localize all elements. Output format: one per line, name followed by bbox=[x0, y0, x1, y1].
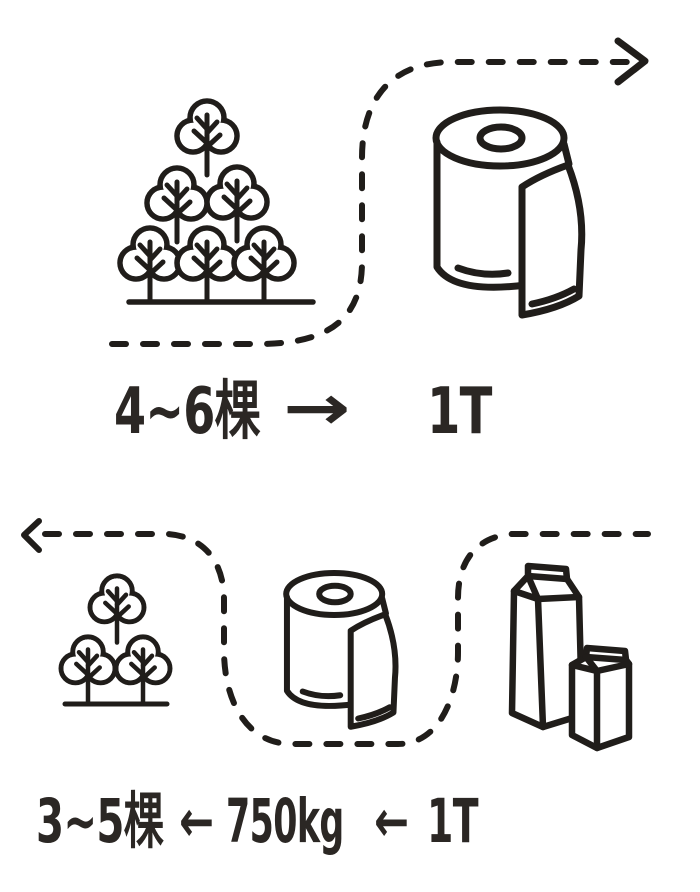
tree-icon bbox=[116, 637, 170, 704]
top-flow-art bbox=[109, 37, 649, 347]
left-arrow-glyph: ← bbox=[374, 787, 409, 855]
left-arrowhead-icon bbox=[21, 518, 42, 553]
paper-roll-icon bbox=[436, 110, 582, 315]
tree-icon bbox=[234, 228, 294, 302]
right-arrow-glyph: → bbox=[283, 371, 351, 444]
tree-icon bbox=[61, 637, 115, 704]
recycled-paper-weight-label: 750kg bbox=[226, 786, 344, 857]
paper-roll-small-icon bbox=[286, 573, 395, 727]
tree-icon bbox=[177, 101, 237, 175]
bottom-flow-art bbox=[21, 518, 651, 752]
left-arrow-glyph: ← bbox=[179, 787, 214, 855]
milk-carton-tall bbox=[508, 562, 586, 731]
top-paper-weight-label: 1T bbox=[427, 375, 492, 449]
tree-icon bbox=[90, 576, 144, 643]
bottom-trees-count-label: 3~5棵 bbox=[36, 786, 164, 857]
three-trees-icon bbox=[61, 576, 170, 707]
milk-cartons-icon bbox=[508, 562, 633, 752]
top-trees-count-label: 4~6棵 bbox=[114, 375, 261, 449]
cartons-weight-label: 1T bbox=[427, 786, 478, 857]
dashed-path-right bbox=[109, 59, 639, 347]
forest-six-trees-icon bbox=[120, 101, 316, 305]
right-arrowhead-icon bbox=[614, 37, 649, 86]
milk-carton-small bbox=[568, 644, 633, 752]
dashed-path-left bbox=[42, 531, 651, 747]
tree-icon bbox=[177, 228, 237, 302]
tree-icon bbox=[120, 228, 180, 302]
